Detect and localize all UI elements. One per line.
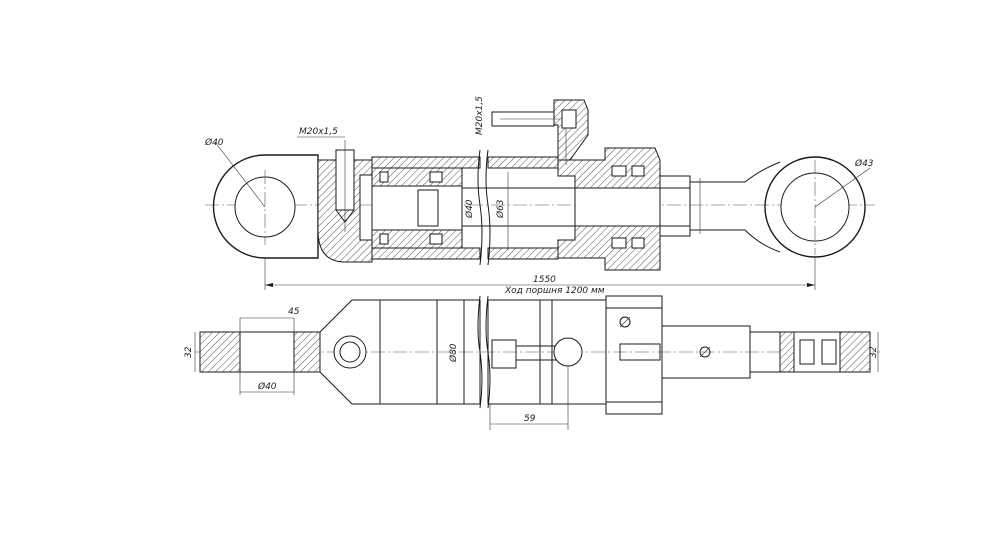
side-port-plan bbox=[491, 337, 583, 369]
plan-view: 32 32 45 Ø40 Ø80 59 bbox=[184, 295, 880, 430]
overall-length-dimension bbox=[264, 258, 816, 290]
bore-diameter-label: Ø63 bbox=[495, 199, 506, 219]
stroke-text: Ход поршня 1200 мм bbox=[504, 286, 605, 296]
barrel-wall-top-right bbox=[487, 156, 559, 169]
side-thread-label: M20x1,5 bbox=[475, 96, 485, 135]
left-lug bbox=[199, 299, 381, 405]
section-view: 1550 Ход поршня 1200 мм Ø40 Ø43 M20x1,5 … bbox=[204, 96, 875, 296]
right-lug bbox=[779, 331, 871, 373]
left-eye-leader bbox=[214, 141, 266, 208]
rod-diameter-label: Ø40 bbox=[464, 199, 475, 219]
barrel-wall-bottom-left bbox=[371, 247, 481, 260]
top-port-fitting bbox=[491, 99, 589, 165]
overall-length-text: 1550 bbox=[533, 275, 556, 285]
piston bbox=[371, 167, 463, 249]
lug-offset-label: 45 bbox=[288, 307, 300, 317]
break-line-1 bbox=[477, 149, 483, 266]
right-eye-diameter-label: Ø43 bbox=[854, 158, 874, 169]
port-spacing-label: 59 bbox=[524, 414, 536, 424]
left-lug-width-label: 32 bbox=[184, 346, 194, 358]
left-eye-diameter-label: Ø40 bbox=[204, 137, 224, 148]
break-line-2 bbox=[485, 149, 491, 266]
right-eye-leader bbox=[814, 167, 871, 208]
left-eye bbox=[212, 154, 319, 259]
lug-bore-label: Ø40 bbox=[257, 381, 277, 392]
right-lug-width-label: 32 bbox=[869, 346, 879, 358]
barrel-plan bbox=[379, 295, 607, 409]
top-thread-label: M20x1,5 bbox=[299, 127, 338, 137]
rod-gland bbox=[557, 147, 661, 271]
plan-dimensions bbox=[194, 317, 879, 430]
barrel-wall-top-left bbox=[371, 156, 481, 169]
barrel-wall-bottom-right bbox=[487, 247, 559, 260]
rod-end bbox=[659, 161, 781, 253]
body-diameter-label: Ø80 bbox=[448, 343, 459, 363]
left-head bbox=[317, 140, 373, 263]
gland-plan bbox=[605, 295, 663, 415]
